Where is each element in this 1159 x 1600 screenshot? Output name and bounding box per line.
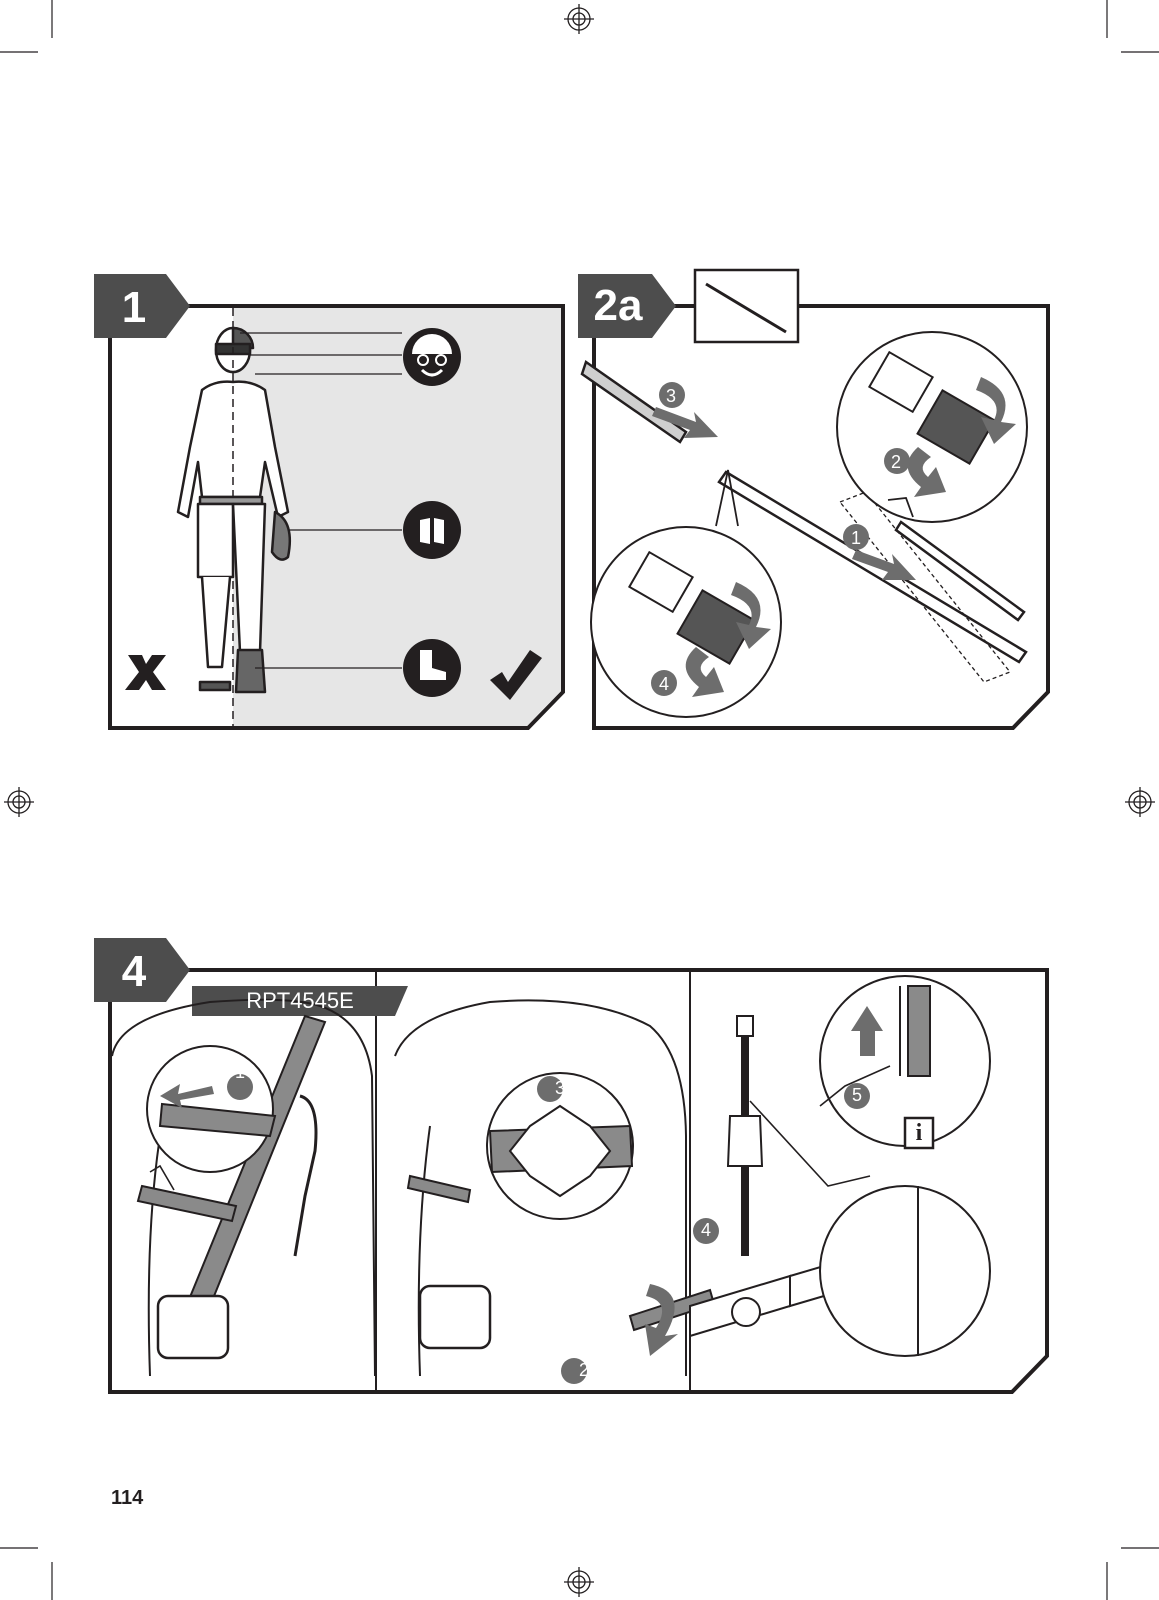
page-number: 114 [111, 1487, 143, 1510]
callout-2: 2 [571, 1360, 597, 1381]
callout-5: 5 [844, 1085, 870, 1106]
info-label: i [905, 1120, 933, 1147]
safety-boots-icon [403, 639, 461, 697]
helmet-goggles-mask-icon [403, 328, 461, 386]
gloves-icon [403, 501, 461, 559]
model-label: RPT4545E [200, 987, 400, 1015]
step-4-label: 4 [104, 944, 164, 1000]
registration-mark-icon [4, 787, 34, 817]
step-1-panel [90, 272, 570, 734]
step-1-label: 1 [104, 280, 164, 336]
callout-3: 3 [547, 1078, 573, 1099]
callout-1: 1 [843, 528, 869, 549]
registration-mark-icon [564, 1567, 594, 1597]
registration-mark-icon [564, 4, 594, 34]
callout-4: 4 [693, 1220, 719, 1241]
registration-mark-icon [1125, 787, 1155, 817]
step-2a-label: 2a [578, 276, 658, 336]
callout-4: 4 [651, 674, 677, 695]
callout-1: 1 [227, 1062, 253, 1083]
callout-3: 3 [658, 386, 684, 407]
callout-2: 2 [883, 452, 909, 473]
